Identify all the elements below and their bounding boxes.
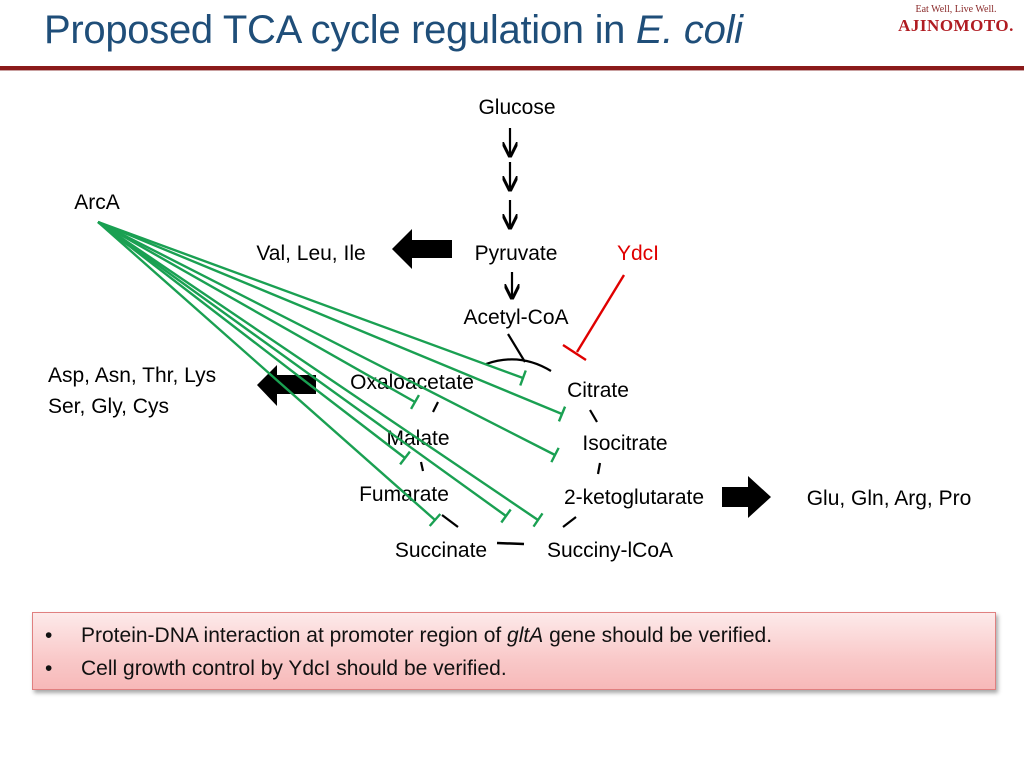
arca-inhibition-bar-succinate-succinylcoa-step <box>500 508 512 524</box>
arca-inhibition-line-citrate <box>97 220 563 416</box>
arca-inhibition-bar-citrate <box>557 406 567 422</box>
ketoglutarate-label: 2-ketoglutarate <box>564 486 704 509</box>
succinyl-coa-label: Succiny-lCoA <box>547 539 673 562</box>
succinylcoa-succinate-arc <box>496 541 525 546</box>
acetylcoa-entry-line <box>507 333 526 363</box>
title-divider-shadow <box>0 70 1024 71</box>
citrate-synthase-arc <box>485 358 552 372</box>
isocitrate-ketoglutarate-arc <box>596 462 602 475</box>
arca-inhibition-bar-malate-fumarate-step <box>399 450 411 466</box>
slide-title: Proposed TCA cycle regulation in E. coli <box>44 8 743 53</box>
bullet: • <box>45 624 53 647</box>
ydci-inhibition-line <box>575 274 626 353</box>
ydci-inhibition-bar <box>562 343 587 362</box>
arca-inhibition-line-isocitrate <box>97 220 556 457</box>
glu-group-label: Glu, Gln, Arg, Pro <box>807 487 972 510</box>
arca-inhibition-lines <box>97 220 567 528</box>
title-divider <box>0 66 1024 70</box>
note-gene-name: gltA <box>507 624 544 647</box>
citrate-isocitrate-arc <box>589 409 598 423</box>
ketoglutarate-succinylcoa-arc <box>562 516 577 528</box>
note-text-1b: gene should be verified. <box>543 624 773 647</box>
notes-box: • Protein-DNA interaction at promoter reg… <box>32 612 996 690</box>
arca-inhibition-bar-fumarate-succinate-step <box>428 513 442 527</box>
succinate-label: Succinate <box>395 539 487 562</box>
arca-inhibition-line-succinylcoa-ketoglutarate-step <box>97 221 539 521</box>
logo-brand: AJINOMOTO. <box>898 16 1014 35</box>
fumarate-malate-arc <box>419 461 425 472</box>
note-text-1a: Protein-DNA interaction at promoter regi… <box>81 624 508 647</box>
arca-inhibition-bar-isocitrate <box>550 447 560 463</box>
asp-group-label-line1: Asp, Asn, Thr, Lys <box>48 364 216 387</box>
ketoglutarate-to-glu-block-arrow <box>722 476 771 518</box>
asp-group-label-line2: Ser, Gly, Cys <box>48 395 169 418</box>
malate-oxaloacetate-arc <box>432 401 439 413</box>
acetyl-coa-label: Acetyl-CoA <box>463 306 568 329</box>
ajinomoto-logo: Eat Well, Live Well. AJINOMOTO. <box>894 4 1018 36</box>
isocitrate-label: Isocitrate <box>582 432 667 455</box>
pyruvate-to-bcaa-block-arrow <box>392 229 452 269</box>
arca-inhibition-bar-citrate-synthase-step <box>519 370 527 386</box>
ydci-label: YdcI <box>617 242 659 265</box>
val-leu-ile-label: Val, Leu, Ile <box>256 242 365 265</box>
arca-inhibition-bar-oxaloacetate-malate-step <box>410 394 420 410</box>
citrate-label: Citrate <box>567 379 629 402</box>
arca-inhibition-line-citrate-synthase-step <box>97 220 524 380</box>
title-text: Proposed TCA cycle regulation in <box>44 8 636 52</box>
logo-tagline: Eat Well, Live Well. <box>915 4 997 15</box>
arca-inhibition-line-fumarate-succinate-step <box>97 221 436 521</box>
arca-inhibition-line-malate-fumarate-step <box>97 221 406 459</box>
arca-inhibition-bar-succinylcoa-ketoglutarate-step <box>532 512 544 528</box>
bullet: • <box>45 657 53 680</box>
note-text-2: Cell growth control by YdcI should be ve… <box>81 657 507 680</box>
title-organism: E. coli <box>635 8 743 52</box>
arca-inhibition-line-oxaloacetate-malate-step <box>97 220 416 404</box>
note-item: • Cell growth control by YdcI should be v… <box>33 654 995 687</box>
succinate-fumarate-arc <box>441 514 459 528</box>
fumarate-label: Fumarate <box>359 483 449 506</box>
pyruvate-label: Pyruvate <box>475 242 558 265</box>
arca-label: ArcA <box>74 191 120 214</box>
arca-inhibition-line-succinate-succinylcoa-step <box>97 221 507 517</box>
glucose-label: Glucose <box>478 96 555 119</box>
note-item: • Protein-DNA interaction at promoter reg… <box>33 621 995 654</box>
